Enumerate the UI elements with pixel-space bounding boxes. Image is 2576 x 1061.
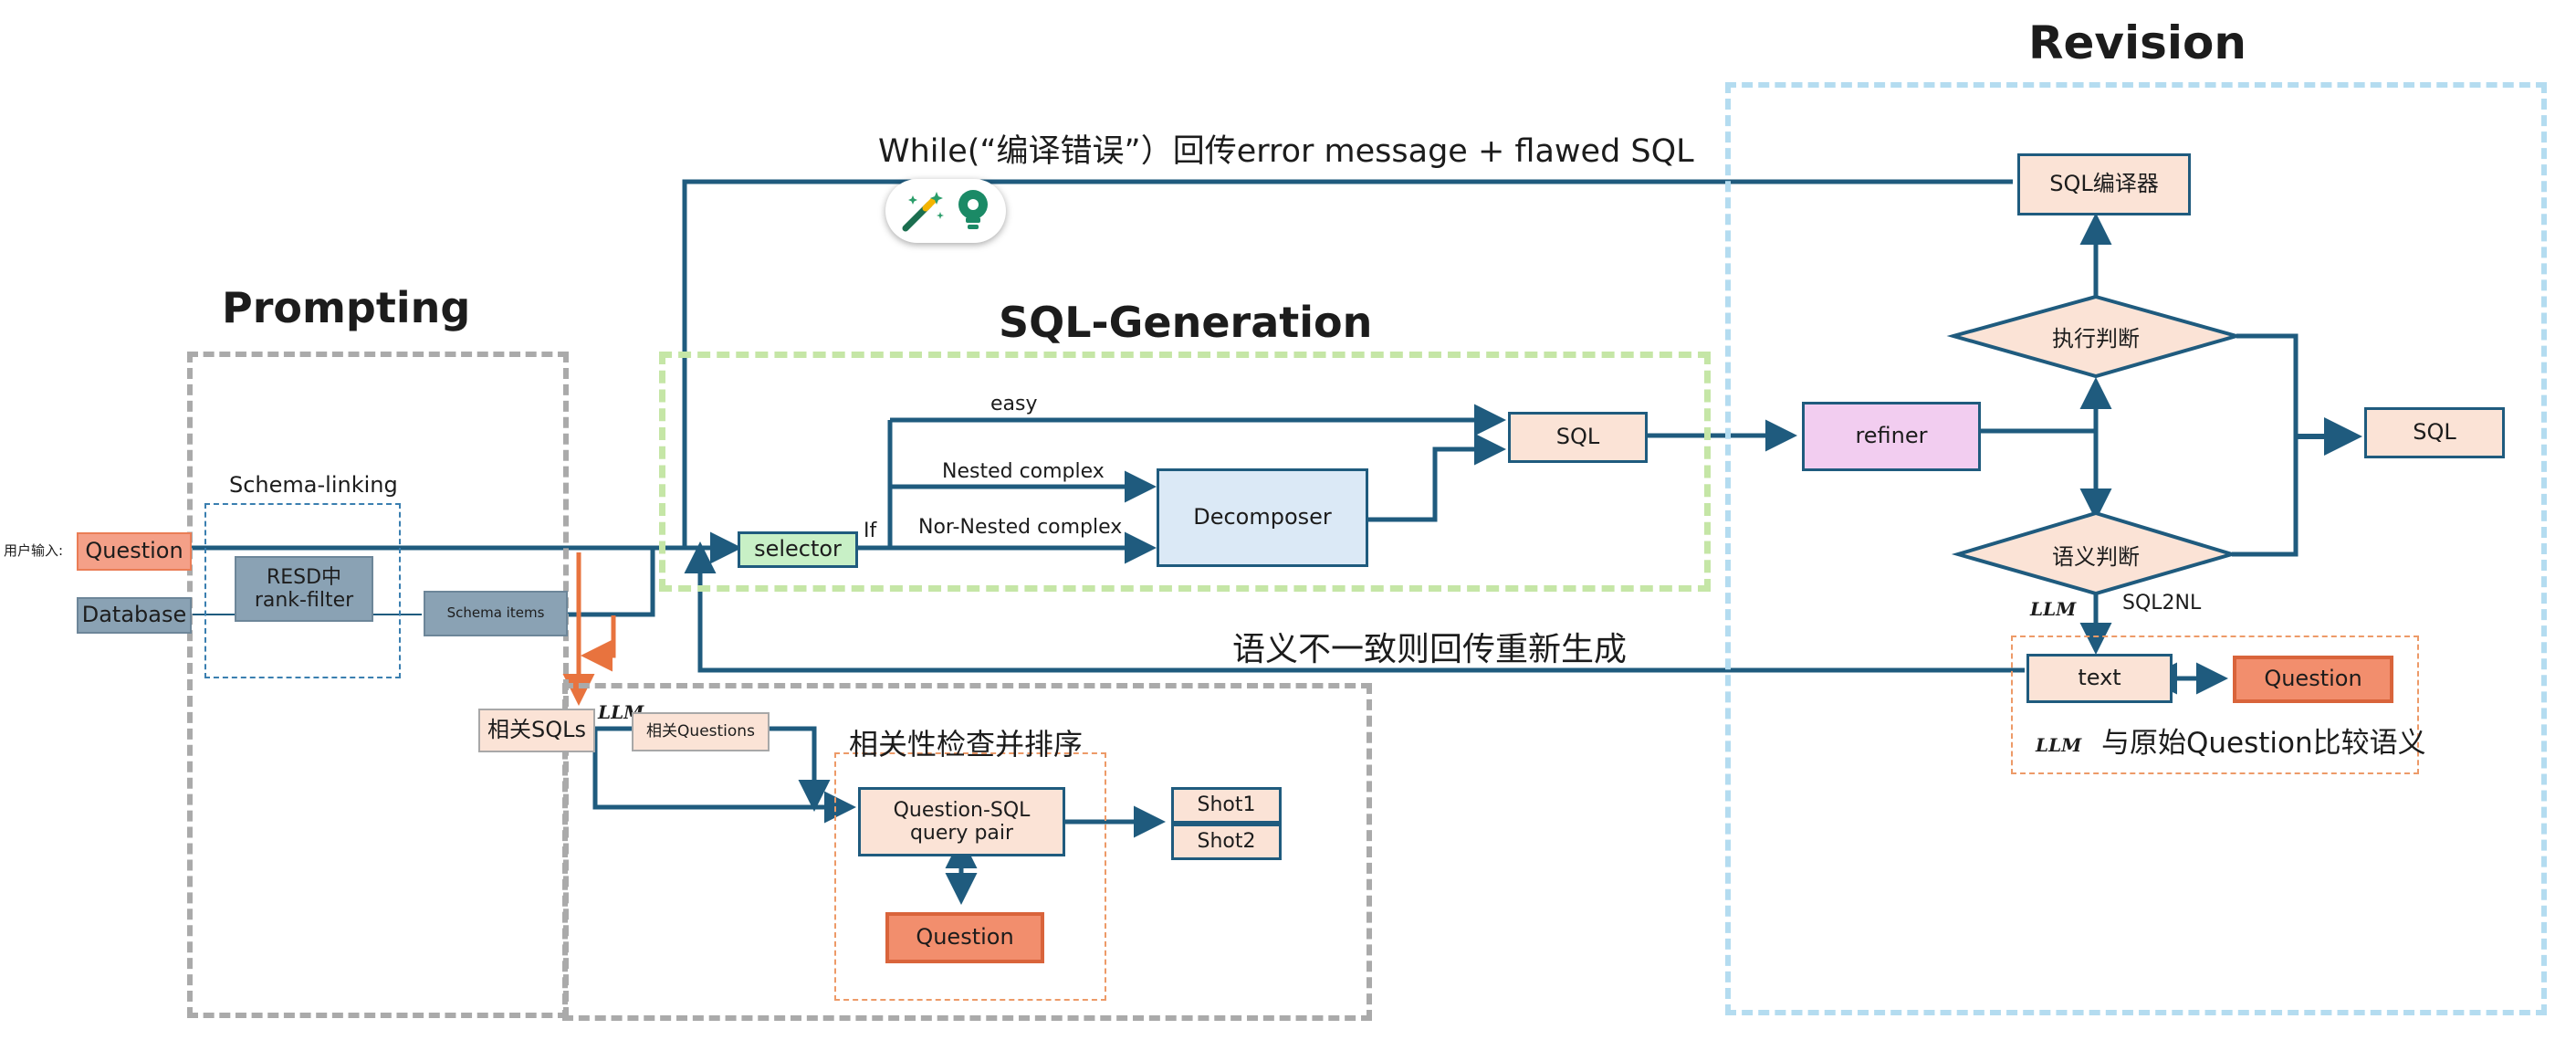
- sql-generation-title: SQL-Generation: [999, 298, 1373, 347]
- shot2-box[interactable]: Shot2: [1171, 824, 1282, 860]
- schema-linking-label: Schema-linking: [229, 472, 398, 498]
- decomposer-box[interactable]: Decomposer: [1157, 468, 1368, 567]
- relevance-check-label: 相关性检查并排序: [849, 727, 1084, 762]
- revision-frame: [1725, 82, 2547, 1015]
- related-questions-box[interactable]: 相关Questions: [632, 712, 770, 751]
- fewshot-frame: [562, 683, 1372, 1021]
- question-relevance-box[interactable]: Question: [885, 912, 1044, 963]
- prompting-title: Prompting: [222, 283, 471, 332]
- exec-judge-label: 执行判断: [2052, 325, 2140, 352]
- shot1-box[interactable]: Shot1: [1171, 787, 1282, 824]
- sql-compiler-box[interactable]: SQL编译器: [2017, 153, 2191, 215]
- sql-generation-frame: [659, 352, 1711, 592]
- semantic-judge-label: 语义判断: [2052, 543, 2140, 570]
- magic-wand-icon[interactable]: [900, 188, 946, 234]
- selector-box[interactable]: selector: [738, 531, 858, 568]
- related-sqls-box[interactable]: 相关SQLs: [478, 709, 595, 752]
- llm-label-sql2nl: LLM: [2030, 598, 2077, 620]
- resd-rank-filter-box[interactable]: RESD中 rank-filter: [235, 556, 373, 622]
- question-input-box[interactable]: Question: [77, 532, 192, 571]
- refiner-box[interactable]: refiner: [1802, 402, 1981, 471]
- toolbar-widget[interactable]: [885, 179, 1006, 243]
- compile-error-feedback-label: While(“编译错误”）回传error message + flawed SQ…: [878, 133, 1694, 170]
- exec-judge-diamond: [1946, 294, 2244, 379]
- semantic-judge-diamond: [1951, 510, 2239, 596]
- llm-label-compare: LLM: [2036, 734, 2082, 756]
- relevance-frame: [834, 752, 1106, 1001]
- revision-title: Revision: [2028, 16, 2246, 69]
- text-box[interactable]: text: [2026, 654, 2173, 703]
- easy-label: easy: [990, 393, 1038, 415]
- final-sql-box[interactable]: SQL: [2364, 407, 2505, 458]
- non-nested-complex-label: Nor-Nested complex: [918, 516, 1123, 539]
- user-input-label: 用户输入:: [4, 542, 64, 559]
- if-label: If: [864, 520, 877, 542]
- nested-complex-label: Nested complex: [942, 460, 1105, 483]
- sql2nl-label: SQL2NL: [2122, 592, 2202, 615]
- prompting-frame: [187, 352, 569, 1018]
- generated-sql-box[interactable]: SQL: [1508, 412, 1648, 463]
- database-box[interactable]: Database: [77, 597, 192, 634]
- compare-semantics-label: 与原始Question比较语义: [2101, 727, 2426, 760]
- schema-linking-frame: [204, 503, 401, 678]
- regenerate-feedback-label: 语义不一致则回传重新生成: [1232, 631, 1628, 668]
- lightbulb-icon[interactable]: [951, 186, 995, 234]
- schema-items-box[interactable]: Schema items: [424, 591, 568, 636]
- compare-frame: [2011, 636, 2419, 774]
- question-compare-box[interactable]: Question: [2233, 656, 2393, 703]
- question-sql-pair-box[interactable]: Question-SQL query pair: [858, 787, 1065, 856]
